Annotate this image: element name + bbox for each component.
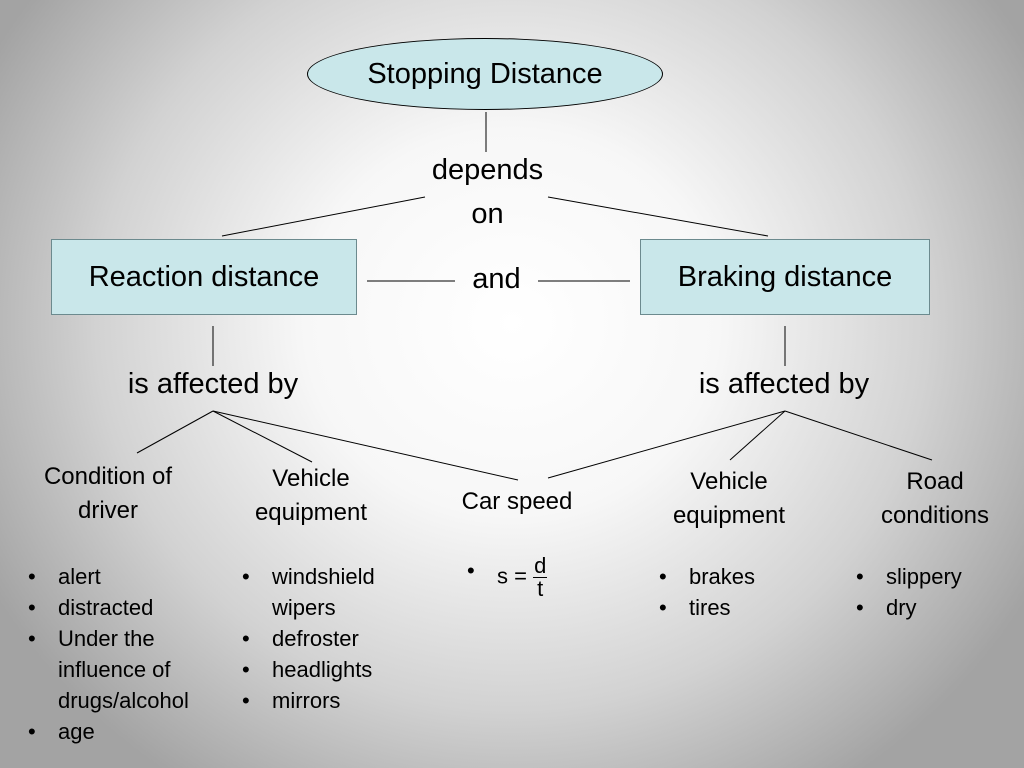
factor-car-speed: Car speed: [461, 488, 573, 515]
list-item: brakes: [657, 561, 797, 592]
list-item: mirrors: [240, 685, 402, 716]
speed-formula: s = d t: [465, 555, 585, 600]
connector-depends-reaction: [221, 196, 426, 237]
factor-vehicle-equipment-left: Vehicle equipment: [254, 465, 368, 526]
connector-right-equipment: [729, 410, 786, 461]
list-item: distracted: [26, 592, 222, 623]
equipment-right-list: brakes tires: [657, 561, 797, 623]
list-item: headlights: [240, 654, 402, 685]
road-list: slippery dry: [854, 561, 994, 623]
list-item: age: [26, 716, 222, 747]
formula-lhs: s =: [497, 563, 527, 589]
factor-vehicle-equipment-right: Vehicle equipment: [672, 468, 786, 529]
formula-denominator: t: [537, 576, 544, 601]
connector-left-speed: [212, 410, 519, 481]
depends-on-label: depends on: [431, 154, 544, 230]
driver-list: alert distracted Under the influence of …: [26, 561, 222, 747]
connector-right-road: [784, 410, 933, 461]
connector-right-speed: [547, 410, 786, 479]
stopping-distance-label: Stopping Distance: [367, 57, 603, 90]
list-item: slippery: [854, 561, 994, 592]
connector-left-equipment: [212, 410, 313, 463]
reaction-distance-node: Reaction distance: [51, 239, 357, 315]
factor-road-conditions: Road conditions: [880, 468, 990, 529]
list-item: Under the influence of drugs/alcohol: [26, 623, 222, 716]
list-item: defroster: [240, 623, 402, 654]
formula-fraction: d t: [533, 553, 548, 601]
list-item: windshield wipers: [240, 561, 402, 623]
braking-distance-node: Braking distance: [640, 239, 930, 315]
affected-by-right: is affected by: [698, 368, 870, 400]
reaction-distance-label: Reaction distance: [88, 260, 320, 293]
formula-numerator: d: [533, 553, 548, 578]
and-label: and: [472, 263, 521, 295]
affected-by-left: is affected by: [127, 368, 299, 400]
stopping-distance-node: Stopping Distance: [307, 38, 663, 110]
connector-left-condition: [136, 410, 214, 454]
braking-distance-label: Braking distance: [677, 260, 893, 293]
list-item: dry: [854, 592, 994, 623]
speed-formula-list: s = d t: [465, 555, 585, 600]
connector-depends-braking: [547, 196, 769, 237]
factor-condition-of-driver: Condition of driver: [43, 463, 173, 524]
equipment-left-list: windshield wipers defroster headlights m…: [240, 561, 402, 716]
list-item: alert: [26, 561, 222, 592]
list-item: tires: [657, 592, 797, 623]
